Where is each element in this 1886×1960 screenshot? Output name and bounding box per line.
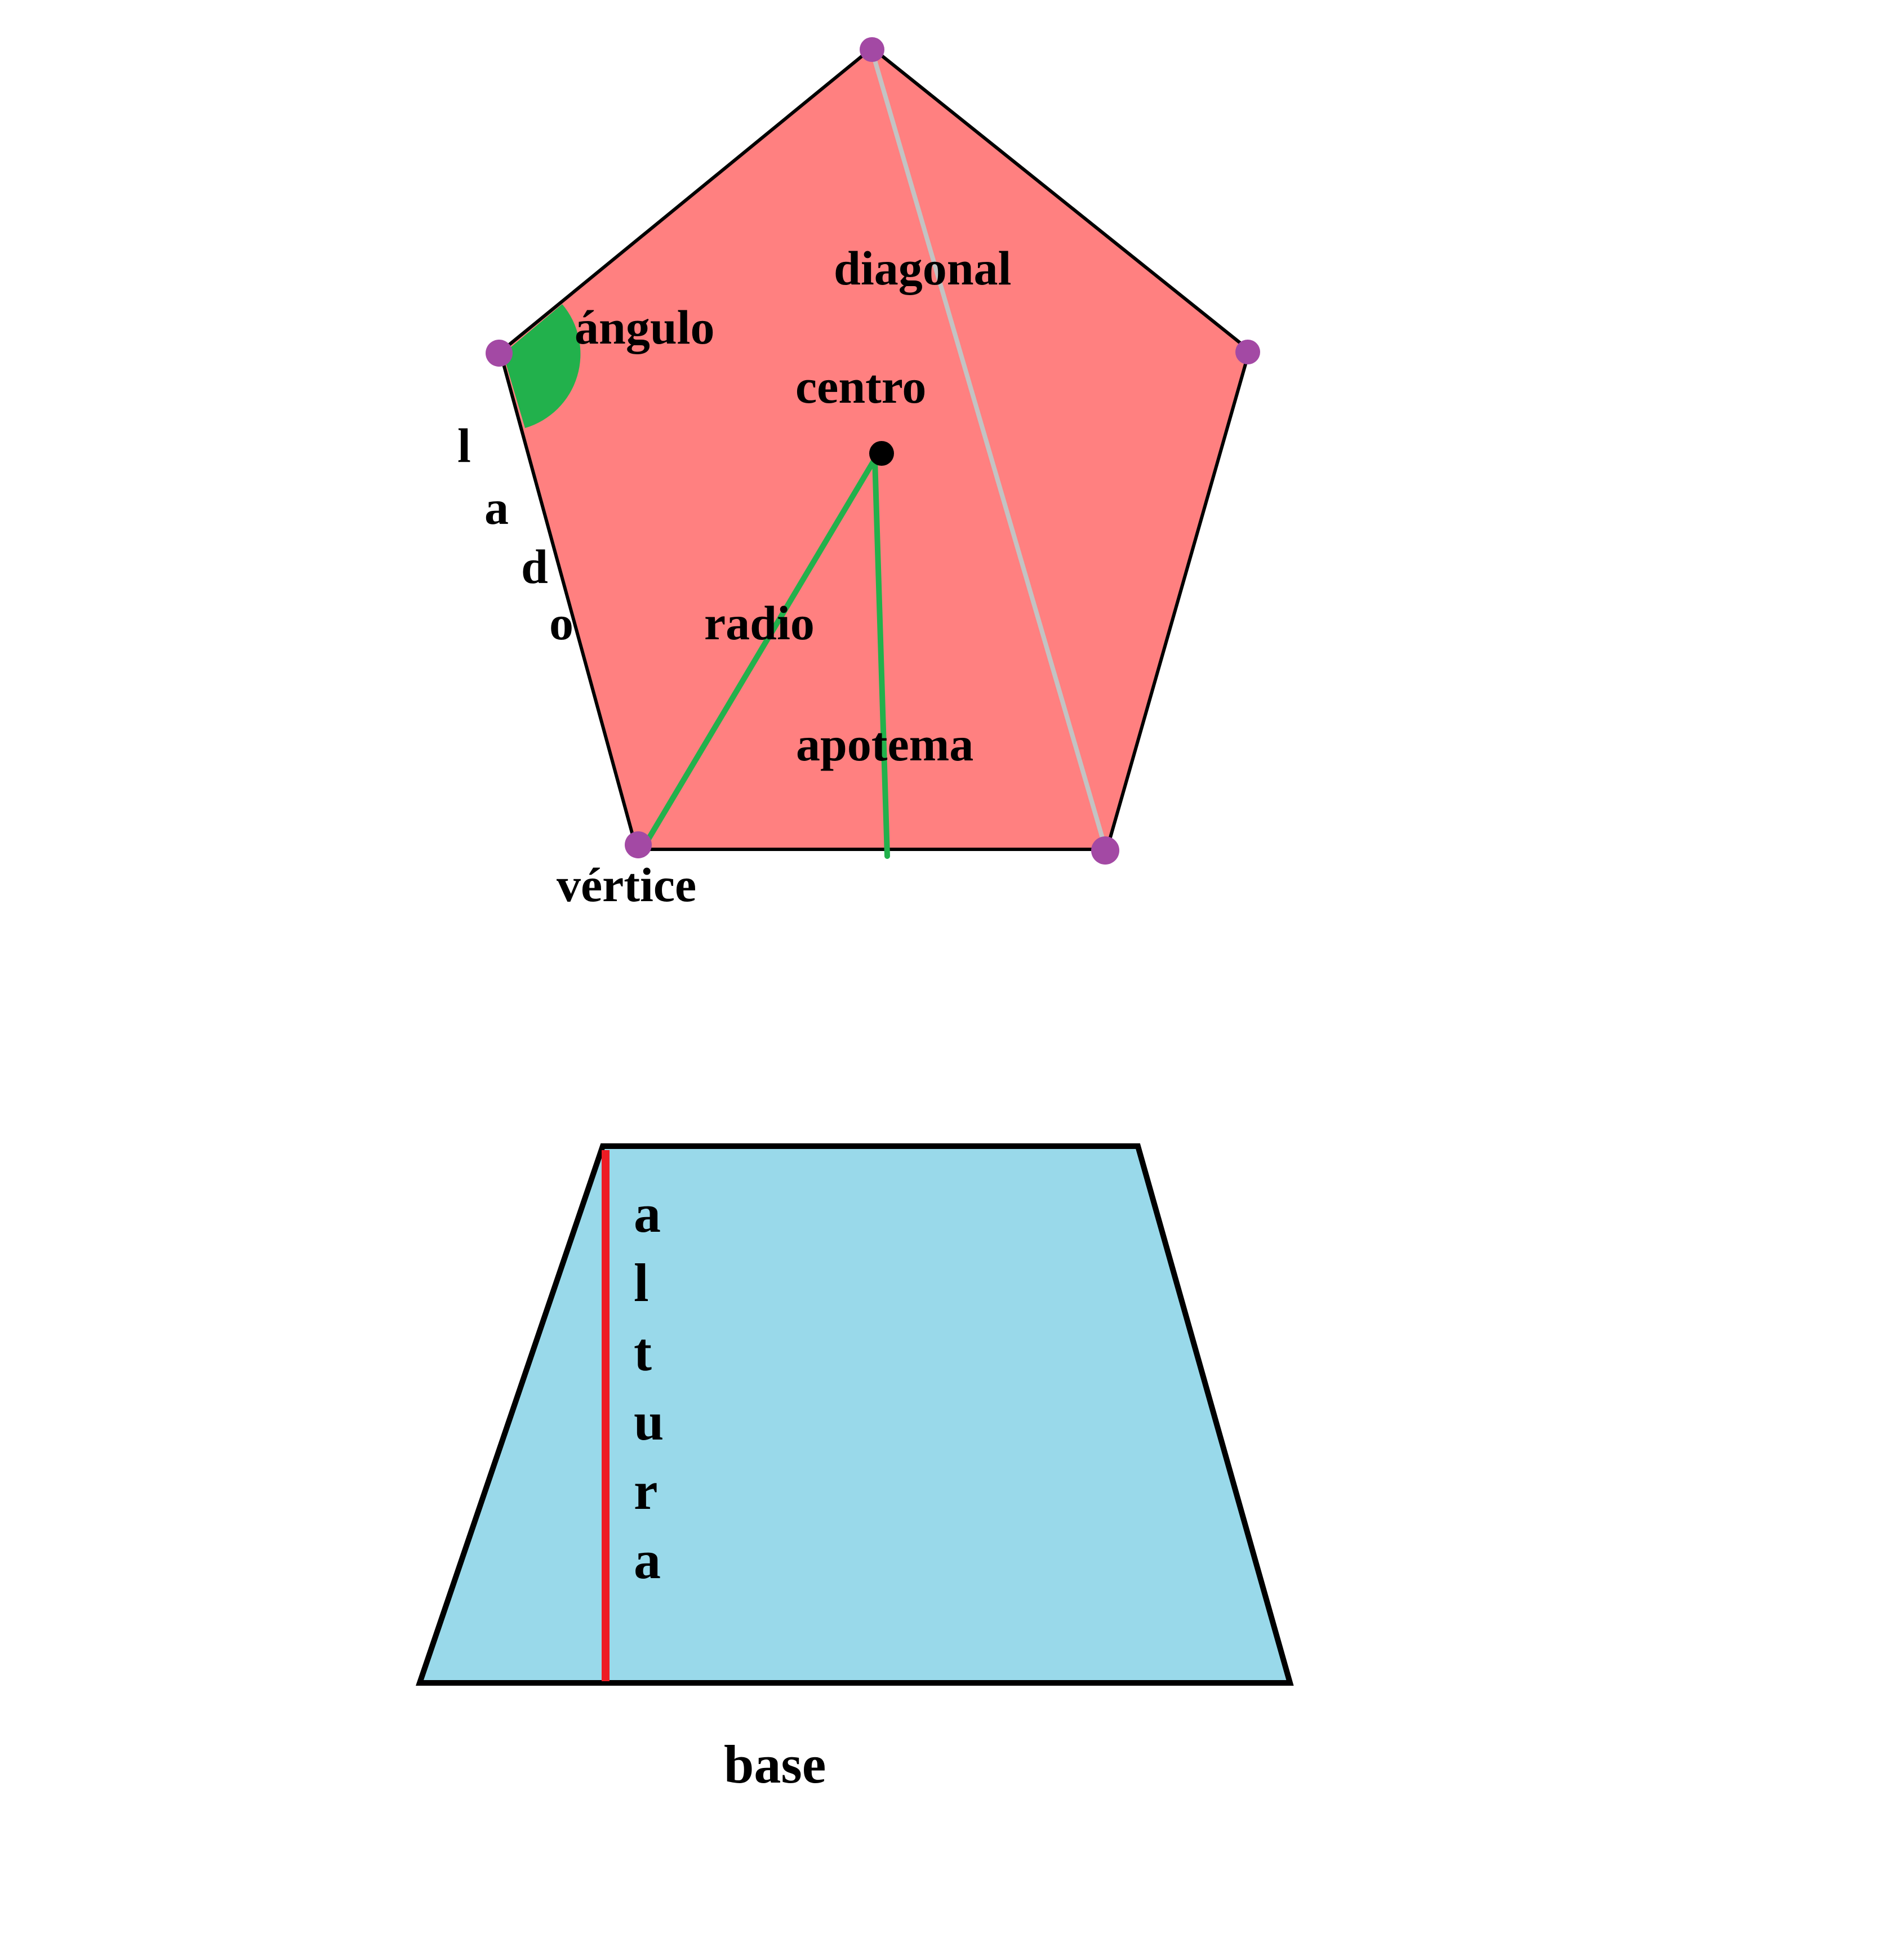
trapezoid-figure: a l t u r a base xyxy=(416,1143,1294,1794)
height-letter-t: t xyxy=(634,1322,652,1382)
height-letter-l: l xyxy=(634,1253,649,1313)
vertex-dot-top xyxy=(860,37,884,62)
radius-line xyxy=(642,456,878,848)
diagonal-label: diagonal xyxy=(834,241,1011,295)
vertex-label: vértice xyxy=(557,858,696,912)
apothem-label: apotema xyxy=(796,717,973,771)
pentagon-figure: diagonal ángulo centro radio apotema vér… xyxy=(457,37,1260,912)
vertex-dot-bottom-left xyxy=(625,831,652,858)
height-letter-a2: a xyxy=(634,1530,661,1590)
center-point xyxy=(869,441,894,466)
height-letter-r: r xyxy=(634,1460,658,1521)
apothem-line xyxy=(872,456,890,859)
angle-label: ángulo xyxy=(575,300,715,354)
vertex-dot-right xyxy=(1235,340,1260,364)
trapezoid-shape xyxy=(416,1143,1294,1686)
side-letter-d: d xyxy=(521,540,548,594)
side-letter-a: a xyxy=(484,480,509,534)
vertex-dot-left xyxy=(486,340,513,367)
side-letter-o: o xyxy=(549,596,573,650)
angle-wedge xyxy=(503,304,581,428)
radius-label: radio xyxy=(704,596,815,650)
height-letter-u: u xyxy=(634,1391,664,1451)
base-label: base xyxy=(724,1734,826,1794)
center-label: centro xyxy=(795,359,926,413)
height-letter-a1: a xyxy=(634,1183,661,1244)
side-letter-l: l xyxy=(457,418,471,473)
vertex-dot-bottom-right xyxy=(1091,836,1119,865)
diagonal-line xyxy=(870,50,1107,849)
